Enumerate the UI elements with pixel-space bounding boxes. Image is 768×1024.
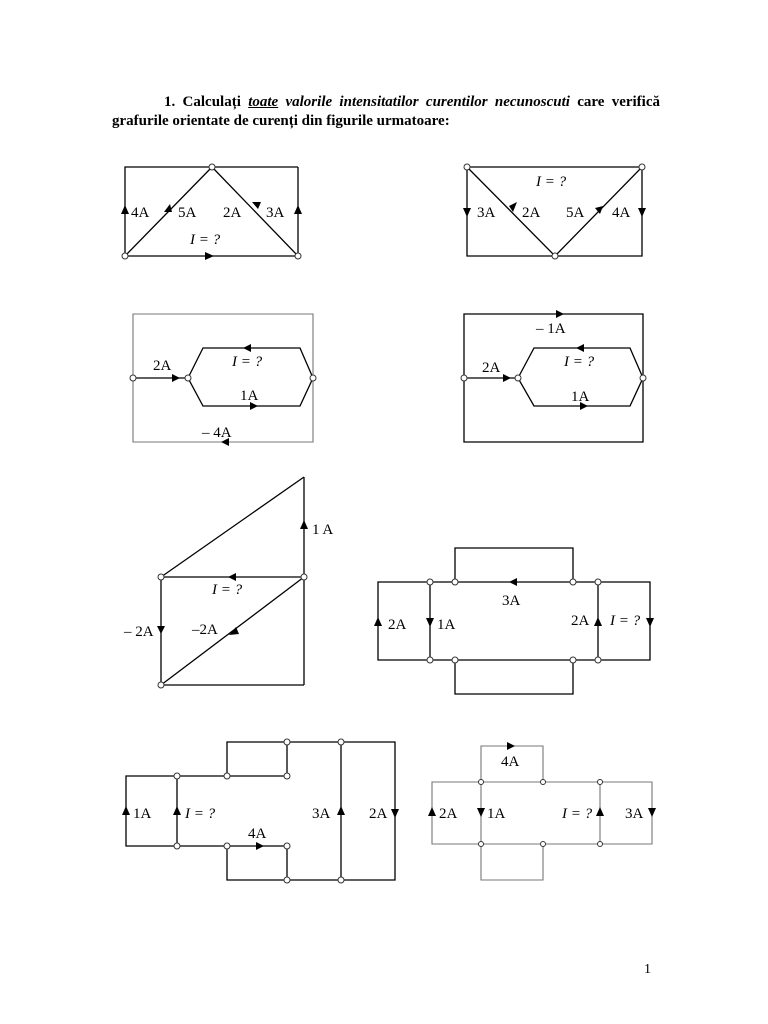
fig3-label-i: I = ? bbox=[231, 354, 263, 370]
fig5-label-a: 1 A bbox=[312, 522, 333, 538]
page-number: 1 bbox=[644, 962, 651, 977]
fig6-label-d: 2A bbox=[571, 613, 590, 629]
fig5-label-i: I = ? bbox=[211, 582, 243, 598]
fig2-label-b: 2A bbox=[522, 205, 541, 221]
fig3-label-a: 2A bbox=[153, 358, 172, 374]
fig1-label-b: 5A bbox=[178, 205, 197, 221]
fig2-label-c: 5A bbox=[566, 205, 585, 221]
fig2-label-a: 3A bbox=[477, 205, 496, 221]
problem-text-3: care verifică grafurile orientate de cur… bbox=[112, 94, 661, 129]
fig2-label-d: 4A bbox=[612, 205, 631, 221]
problem-statement: 1. Calculați toate valorile intensitatil… bbox=[112, 93, 660, 131]
fig6-label-b: 2A bbox=[388, 617, 407, 633]
fig1-label-i: I = ? bbox=[189, 232, 221, 248]
fig6-label-i: I = ? bbox=[609, 613, 641, 629]
fig1-label-d: 3A bbox=[266, 205, 285, 221]
figure-5: 1 A I = ? – 2A –2A bbox=[123, 476, 333, 689]
figure-3: 2A I = ? 1A – 4A bbox=[129, 313, 317, 446]
fig7-label-i: I = ? bbox=[184, 806, 216, 822]
fig7-label-b: 4A bbox=[248, 826, 267, 842]
fig6-label-c: 1A bbox=[437, 617, 456, 633]
fig8-label-c: 1A bbox=[487, 806, 506, 822]
fig7-label-c: 3A bbox=[312, 806, 331, 822]
fig6-label-a: 3A bbox=[502, 593, 521, 609]
fig8-label-d: 3A bbox=[625, 806, 644, 822]
fig4-label-i: I = ? bbox=[563, 354, 595, 370]
fig5-label-c: –2A bbox=[191, 622, 218, 638]
fig1-label-c: 2A bbox=[223, 205, 242, 221]
figure-6: 3A 2A 1A 2A I = ? bbox=[374, 547, 654, 695]
figure-2: I = ? 3A 2A 5A 4A bbox=[463, 163, 646, 260]
fig7-label-d: 2A bbox=[369, 806, 388, 822]
fig4-label-b: 2A bbox=[482, 360, 501, 376]
fig8-label-b: 2A bbox=[439, 806, 458, 822]
problem-text-2: valorile intensitatilor curentilor necun… bbox=[285, 94, 570, 110]
fig2-label-i: I = ? bbox=[535, 174, 567, 190]
fig8-label-i: I = ? bbox=[561, 806, 593, 822]
fig4-label-a: – 1A bbox=[535, 321, 566, 337]
fig7-label-a: 1A bbox=[133, 806, 152, 822]
fig8-label-a: 4A bbox=[501, 754, 520, 770]
problem-number: 1. bbox=[164, 94, 176, 110]
figure-4: – 1A 2A I = ? 1A bbox=[460, 310, 647, 443]
figure-1: 4A 5A 2A 3A I = ? bbox=[121, 163, 302, 260]
problem-text-emph: toate bbox=[248, 94, 279, 110]
fig3-label-b: 1A bbox=[240, 388, 259, 404]
figure-7: 1A I = ? 4A 3A 2A bbox=[122, 738, 399, 884]
fig1-label-a: 4A bbox=[131, 205, 150, 221]
fig4-label-c: 1A bbox=[571, 389, 590, 405]
figure-8: 4A 2A 1A I = ? 3A bbox=[428, 742, 656, 881]
problem-text-1: Calculați bbox=[182, 94, 241, 110]
fig5-label-b: – 2A bbox=[123, 624, 154, 640]
fig3-label-c: – 4A bbox=[201, 425, 232, 441]
